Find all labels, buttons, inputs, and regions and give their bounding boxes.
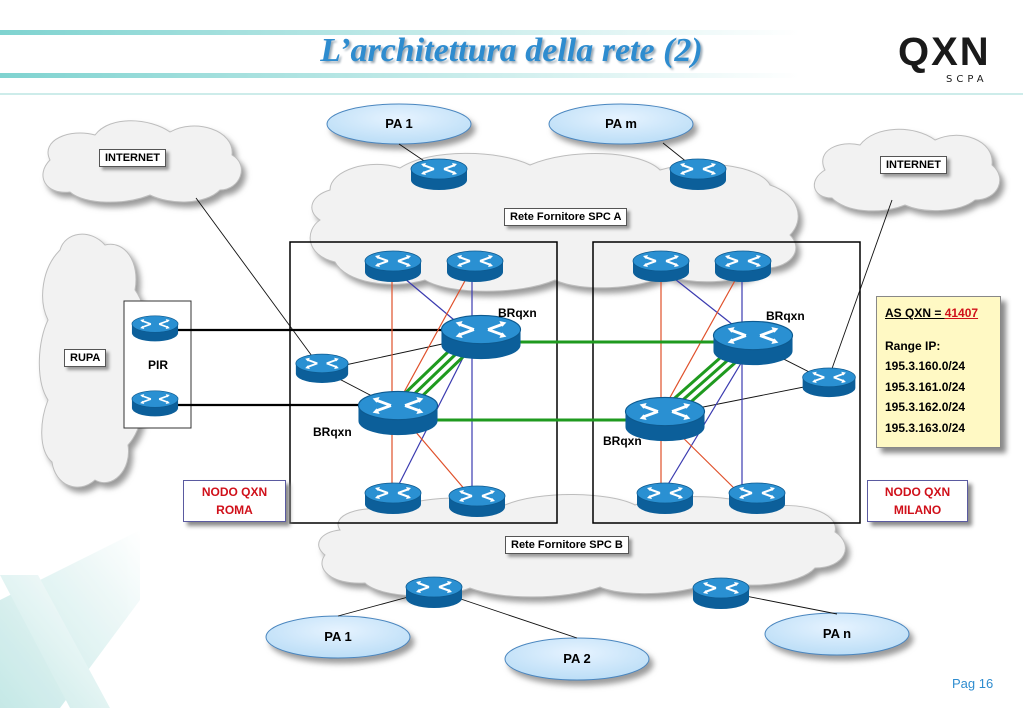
nodo-milano-line1: NODO QXN <box>884 485 951 499</box>
internet-left-label: INTERNET <box>99 149 166 167</box>
as-number: 41407 <box>944 306 979 320</box>
pa-ellipses <box>265 103 910 681</box>
router-icon[interactable] <box>727 482 787 516</box>
router-icon[interactable] <box>404 576 464 610</box>
range-ip-1: 195.3.160.0/24 <box>885 359 966 373</box>
brqxn-roma-top-label: BRqxn <box>498 306 537 320</box>
roma-internal-links <box>391 267 473 499</box>
nodo-roma-line2: ROMA <box>216 503 253 517</box>
brqxn-milano-bottom-label: BRqxn <box>603 434 642 448</box>
nodo-roma-line1: NODO QXN <box>201 485 268 499</box>
brqxn-milano-top-label: BRqxn <box>766 309 805 323</box>
header-bar-bottom <box>0 73 800 78</box>
nodo-milano-line2: MILANO <box>893 503 942 517</box>
rupa-label: RUPA <box>64 349 107 367</box>
router-icon[interactable] <box>440 314 522 361</box>
pa1-top-label: PA 1 <box>385 116 413 131</box>
page-number: Pag 16 <box>952 676 994 691</box>
pam-top-label: PA m <box>605 116 637 131</box>
page-title: L’architettura della rete (2) <box>320 32 703 69</box>
range-ip-4: 195.3.163.0/24 <box>885 420 966 435</box>
router-icon[interactable] <box>131 315 179 343</box>
range-label: Range IP: <box>885 338 941 353</box>
green-links <box>398 340 737 422</box>
internet-right-label: INTERNET <box>880 156 947 174</box>
milano-internal-links <box>660 267 753 497</box>
router-icon[interactable] <box>294 353 350 384</box>
router-icon[interactable] <box>363 250 423 284</box>
range-ip-3: 195.3.162.0/24 <box>885 400 966 414</box>
range-ip-2: 195.3.161.0/24 <box>885 379 966 394</box>
router-icon[interactable] <box>409 158 469 192</box>
logo-mark: QXN <box>898 30 991 74</box>
as-spacer <box>885 324 1000 336</box>
as-title-line: AS QXN = 41407 <box>885 303 1000 324</box>
router-icon[interactable] <box>713 250 773 284</box>
ellipse-pam-top <box>548 103 694 145</box>
router-icon[interactable] <box>445 250 505 284</box>
router-icon[interactable] <box>447 485 507 519</box>
logo-sub: SCPA <box>946 74 988 85</box>
router-icon[interactable] <box>357 390 439 437</box>
header-bar <box>0 30 800 35</box>
node-box-roma <box>289 241 558 524</box>
pir-label: PIR <box>148 358 169 372</box>
router-icon[interactable] <box>712 320 794 367</box>
spc-b-label: Rete Fornitore SPC B <box>505 536 629 554</box>
nodo-milano-box: NODO QXN MILANO <box>867 480 968 522</box>
router-icon[interactable] <box>691 577 751 611</box>
pa1-bottom-label: PA 1 <box>324 629 352 644</box>
nodo-roma-box: NODO QXN ROMA <box>183 480 286 522</box>
pa2-bottom-label: PA 2 <box>563 651 591 666</box>
ellipse-pan-bottom <box>764 612 910 656</box>
brqxn-roma-bottom-label: BRqxn <box>313 425 352 439</box>
as-title: AS QXN = <box>885 306 945 320</box>
as-info-box: AS QXN = 41407 Range IP: 195.3.160.0/24 … <box>876 296 1001 448</box>
spc-a-label: Rete Fornitore SPC A <box>504 208 628 226</box>
x-watermark <box>0 530 140 708</box>
router-icon[interactable] <box>668 158 728 192</box>
pan-bottom-label: PA n <box>822 626 852 641</box>
router-icon[interactable] <box>635 482 695 516</box>
router-icon[interactable] <box>363 482 423 516</box>
router-icon[interactable] <box>131 390 179 418</box>
router-icon[interactable] <box>631 250 691 284</box>
router-icon[interactable] <box>801 367 857 399</box>
node-box-milano <box>592 241 861 524</box>
qxn-logo: QXN SCPA <box>898 30 1002 86</box>
